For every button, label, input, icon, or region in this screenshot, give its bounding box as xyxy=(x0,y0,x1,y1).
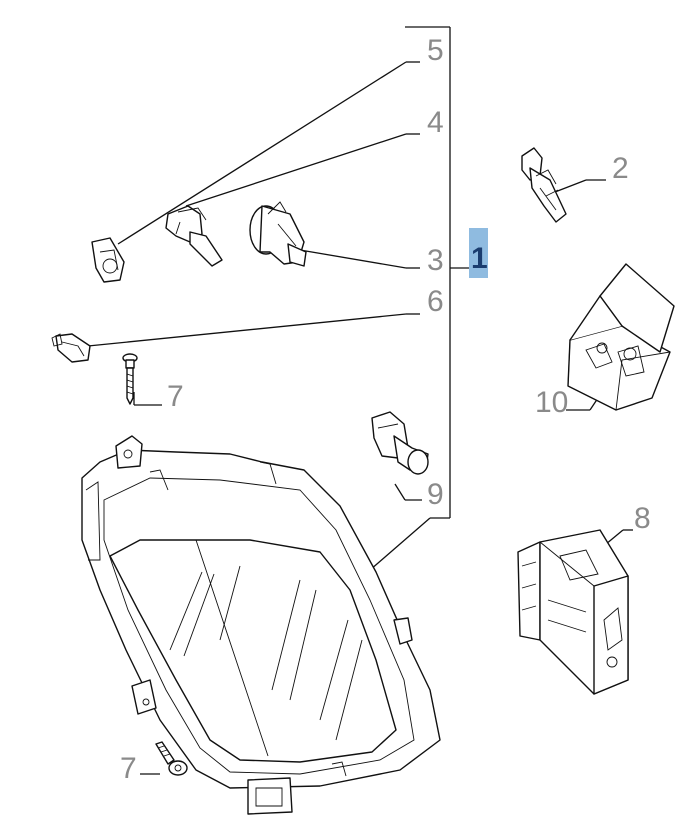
callout-7-lower[interactable]: 7 xyxy=(120,752,160,785)
callout-7-lower-label: 7 xyxy=(120,752,137,785)
callout-1[interactable]: 1 xyxy=(469,228,488,278)
callout-1-leader xyxy=(369,517,431,571)
callout-6-label: 6 xyxy=(427,285,444,318)
part-9-socket[interactable] xyxy=(371,411,429,475)
callout-3[interactable]: 3 xyxy=(299,244,444,277)
callout-10-label: 10 xyxy=(535,386,568,419)
part-7-screw-upper[interactable] xyxy=(122,353,138,405)
callout-5[interactable]: 5 xyxy=(117,34,444,245)
callout-4[interactable]: 4 xyxy=(185,106,444,207)
part-6-wedge-bulb[interactable] xyxy=(51,333,91,363)
callout-1-label: 1 xyxy=(471,242,488,275)
part-2-socket-bulb[interactable] xyxy=(521,147,567,223)
callout-9-label: 9 xyxy=(427,478,444,511)
callout-3-label: 3 xyxy=(427,244,444,277)
callout-6[interactable]: 6 xyxy=(87,285,444,347)
callout-2[interactable]: 2 xyxy=(554,152,629,193)
part-10-bulb-kit-box[interactable] xyxy=(567,263,675,411)
callout-1-highlight xyxy=(469,228,488,278)
callout-7-upper[interactable]: 7 xyxy=(133,380,184,413)
assembly-bracket xyxy=(405,26,470,519)
callout-8-label: 8 xyxy=(634,502,651,535)
callout-7-upper-label: 7 xyxy=(167,380,184,413)
headlamp-assembly[interactable] xyxy=(81,435,441,815)
part-3-h7-bulb[interactable] xyxy=(249,201,307,267)
callout-4-label: 4 xyxy=(427,106,444,139)
callout-10[interactable]: 10 xyxy=(535,386,599,419)
callout-9[interactable]: 9 xyxy=(394,478,444,511)
callout-5-label: 5 xyxy=(427,34,444,67)
callout-2-label: 2 xyxy=(612,152,629,185)
part-5-bulb-holder[interactable] xyxy=(91,237,125,283)
part-8-headlamp-switch[interactable] xyxy=(517,529,629,695)
part-7-screw-lower[interactable] xyxy=(155,741,188,776)
part-4-h-bulb[interactable] xyxy=(165,205,223,267)
